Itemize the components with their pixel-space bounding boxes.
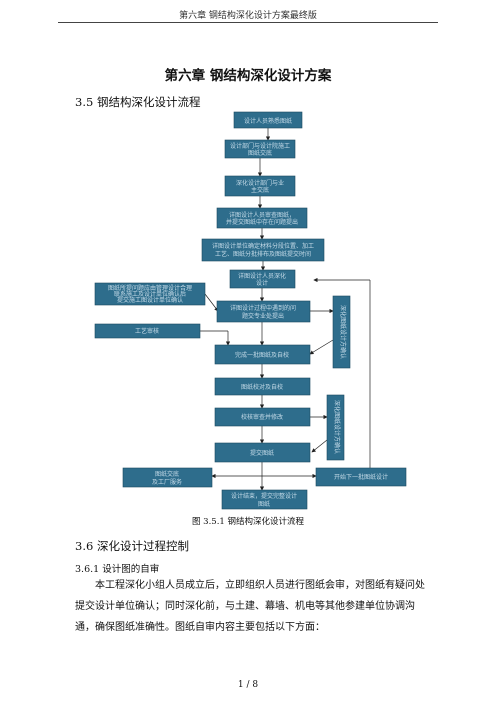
svg-text:详图设计过程中遇到的问: 详图设计过程中遇到的问 (230, 304, 296, 312)
svg-text:深化图纸设计方确认: 深化图纸设计方确认 (339, 305, 347, 359)
svg-text:工艺审核: 工艺审核 (135, 327, 159, 335)
flow-box-determine-segments: 详图设计单位确定材料分段位置、加工 工艺、图纸分批排布及图纸提交时间 (201, 238, 325, 262)
svg-text:图纸校对及自校: 图纸校对及自校 (241, 383, 283, 391)
page-number: 1 / 8 (237, 680, 259, 690)
svg-text:完成一批图纸及自校: 完成一批图纸及自校 (235, 351, 289, 359)
svg-text:联系施工及设计单位确认后: 联系施工及设计单位确认后 (114, 290, 186, 298)
flow-box-detail-design: 详图设计人员深化 设计 (229, 269, 296, 289)
flow-box-question-confirmation: 图纸所提问题应由管理设计合理 联系施工及设计单位确认后 提交施工图设计单位确认 (94, 282, 206, 306)
body-paragraph: 本工程深化小组人员成立后，立即组织人员进行图纸会审，对图纸有疑问处提交设计单位确… (75, 580, 425, 633)
svg-text:深化图纸设计方确认: 深化图纸设计方确认 (333, 400, 341, 454)
flow-connectors (200, 128, 371, 491)
svg-text:校核审查并修改: 校核审查并修改 (241, 413, 283, 421)
flow-box-next-batch: 开始下一批图纸设计 (315, 467, 407, 487)
svg-text:并提交图纸中存在问题提出: 并提交图纸中存在问题提出 (226, 218, 298, 226)
figure-caption: 图 3.5.1 钢结构深化设计流程 (191, 517, 305, 527)
svg-text:主交底: 主交底 (251, 186, 269, 194)
svg-text:设计部门与设计院施工: 设计部门与设计院施工 (230, 142, 290, 150)
flow-box-design-issues: 详图设计过程中遇到的问 题交专业处提出 (216, 300, 311, 323)
svg-text:及工厂服务: 及工厂服务 (152, 478, 182, 486)
svg-text:详图设计人员审查图纸，: 详图设计人员审查图纸， (229, 211, 295, 219)
svg-text:详图设计单位确定材料分段位置、加工: 详图设计单位确定材料分段位置、加工 (212, 242, 314, 250)
section-3-5-heading: 3.5 钢结构深化设计流程 (75, 95, 201, 109)
flow-box-familiarize: 设计人员熟悉图纸 (233, 111, 303, 129)
flow-box-complete-batch: 完成一批图纸及自校 (214, 344, 311, 365)
svg-text:详图设计人员深化: 详图设计人员深化 (238, 272, 286, 280)
svg-text:提交施工图设计单位确认: 提交施工图设计单位确认 (117, 296, 183, 304)
flow-box-factory-service: 图纸交底 及工厂服务 (122, 467, 213, 488)
svg-text:开始下一批图纸设计: 开始下一批图纸设计 (334, 473, 388, 481)
svg-text:设计人员熟悉图纸: 设计人员熟悉图纸 (244, 117, 292, 125)
flow-box-submit-drawings: 提交图纸 (214, 442, 311, 463)
svg-text:图纸交底: 图纸交底 (155, 470, 179, 478)
header-rule (58, 22, 438, 23)
svg-text:图纸所提问题应由管理设计合理: 图纸所提问题应由管理设计合理 (108, 284, 192, 292)
svg-text:图纸交底: 图纸交底 (248, 149, 272, 157)
flow-box-audit-modify: 校核审查并修改 (214, 407, 311, 427)
flow-box-vertical-confirm-2: 深化图纸设计方确认 (326, 394, 345, 461)
flow-box-check-drawings: 图纸校对及自校 (214, 377, 311, 396)
chapter-title: 第六章 钢结构深化设计方案 (164, 68, 332, 84)
flow-box-owner-briefing: 深化设计部门与业 主交底 (224, 175, 296, 197)
flow-box-review-drawings: 详图设计人员审查图纸， 并提交图纸中存在问题提出 (216, 207, 308, 229)
svg-text:工艺、图纸分批排布及图纸提交时间: 工艺、图纸分批排布及图纸提交时间 (215, 250, 311, 258)
section-3-6-1-heading: 3.6.1 设计图的自审 (75, 564, 160, 575)
svg-text:提交图纸: 提交图纸 (250, 449, 274, 457)
section-3-6-heading: 3.6 深化设计过程控制 (75, 539, 189, 553)
svg-text:图纸: 图纸 (258, 500, 270, 508)
running-header: 第六章 钢结构深化设计方案最终版 (179, 11, 317, 21)
svg-text:设计结束，提交完整设计: 设计结束，提交完整设计 (231, 492, 297, 500)
svg-text:深化设计部门与业: 深化设计部门与业 (236, 179, 284, 187)
svg-text:题交专业处提出: 题交专业处提出 (242, 312, 284, 320)
svg-text:设计: 设计 (256, 279, 268, 287)
flow-box-design-end: 设计结束，提交完整设计 图纸 (221, 489, 308, 510)
flow-box-design-institute-briefing: 设计部门与设计院施工 图纸交底 (224, 139, 296, 159)
flow-box-vertical-confirm-1: 深化图纸设计方确认 (332, 295, 351, 369)
flow-box-process-review: 工艺审核 (94, 323, 201, 339)
